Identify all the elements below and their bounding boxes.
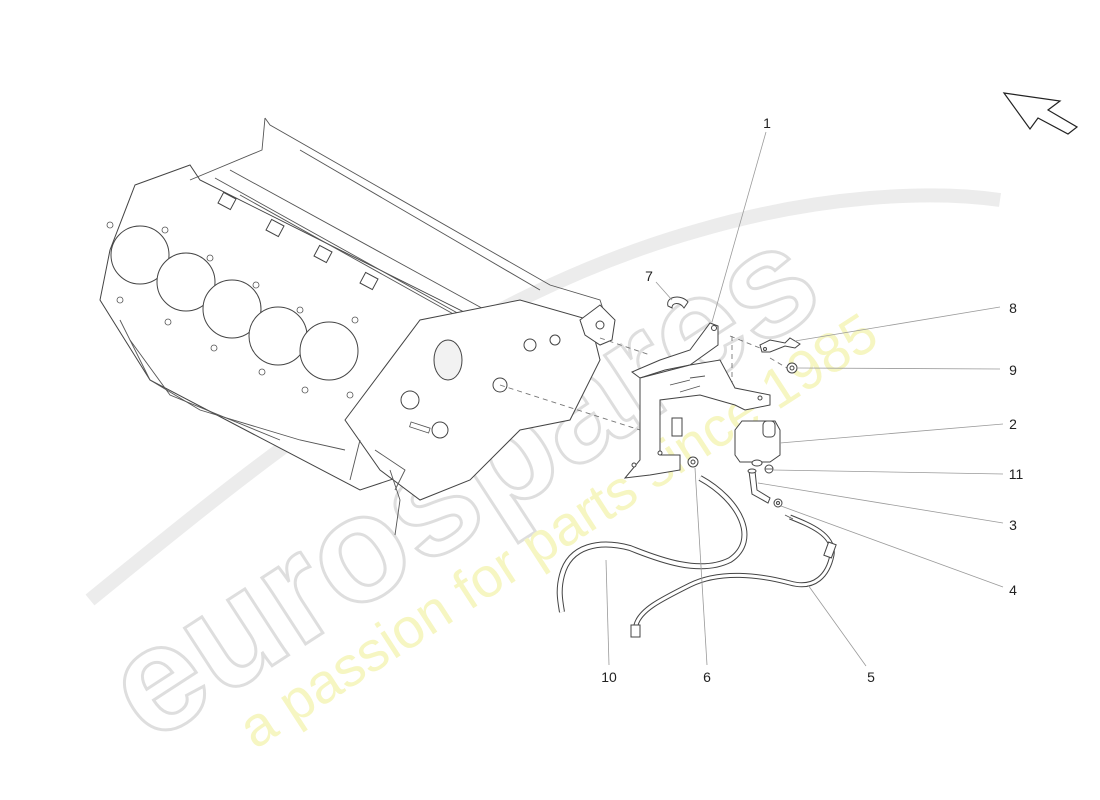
callout-11[interactable]: 11 xyxy=(1009,466,1024,482)
part-9-nut xyxy=(786,362,798,374)
callout-8[interactable]: 8 xyxy=(1009,300,1017,316)
callout-7[interactable]: 7 xyxy=(645,268,653,284)
part-3-elbow-hose xyxy=(747,468,771,504)
part-11-clamp xyxy=(764,464,774,474)
orientation-arrow-icon xyxy=(1002,92,1079,135)
engine-block xyxy=(99,117,616,536)
callout-10[interactable]: 10 xyxy=(601,669,617,685)
part-10-hose xyxy=(556,475,748,613)
part-4-clamp xyxy=(773,498,783,508)
callout-9[interactable]: 9 xyxy=(1009,362,1017,378)
part-6-nut xyxy=(687,456,699,468)
callout-6[interactable]: 6 xyxy=(703,669,711,685)
part-5-hose xyxy=(630,514,837,638)
part-1-bracket xyxy=(623,322,771,479)
callouts: 1 2 3 4 5 6 7 8 9 10 11 xyxy=(601,115,1023,685)
callout-3[interactable]: 3 xyxy=(1009,517,1017,533)
callout-1[interactable]: 1 xyxy=(763,115,771,131)
watermark-swoosh xyxy=(85,188,1001,606)
assembly-lines xyxy=(409,335,788,434)
leader-lines xyxy=(605,131,1004,667)
part-2-reservoir xyxy=(734,420,781,467)
callout-5[interactable]: 5 xyxy=(867,669,875,685)
callout-2[interactable]: 2 xyxy=(1009,416,1017,432)
callout-4[interactable]: 4 xyxy=(1009,582,1017,598)
part-8-bracket xyxy=(759,337,801,353)
